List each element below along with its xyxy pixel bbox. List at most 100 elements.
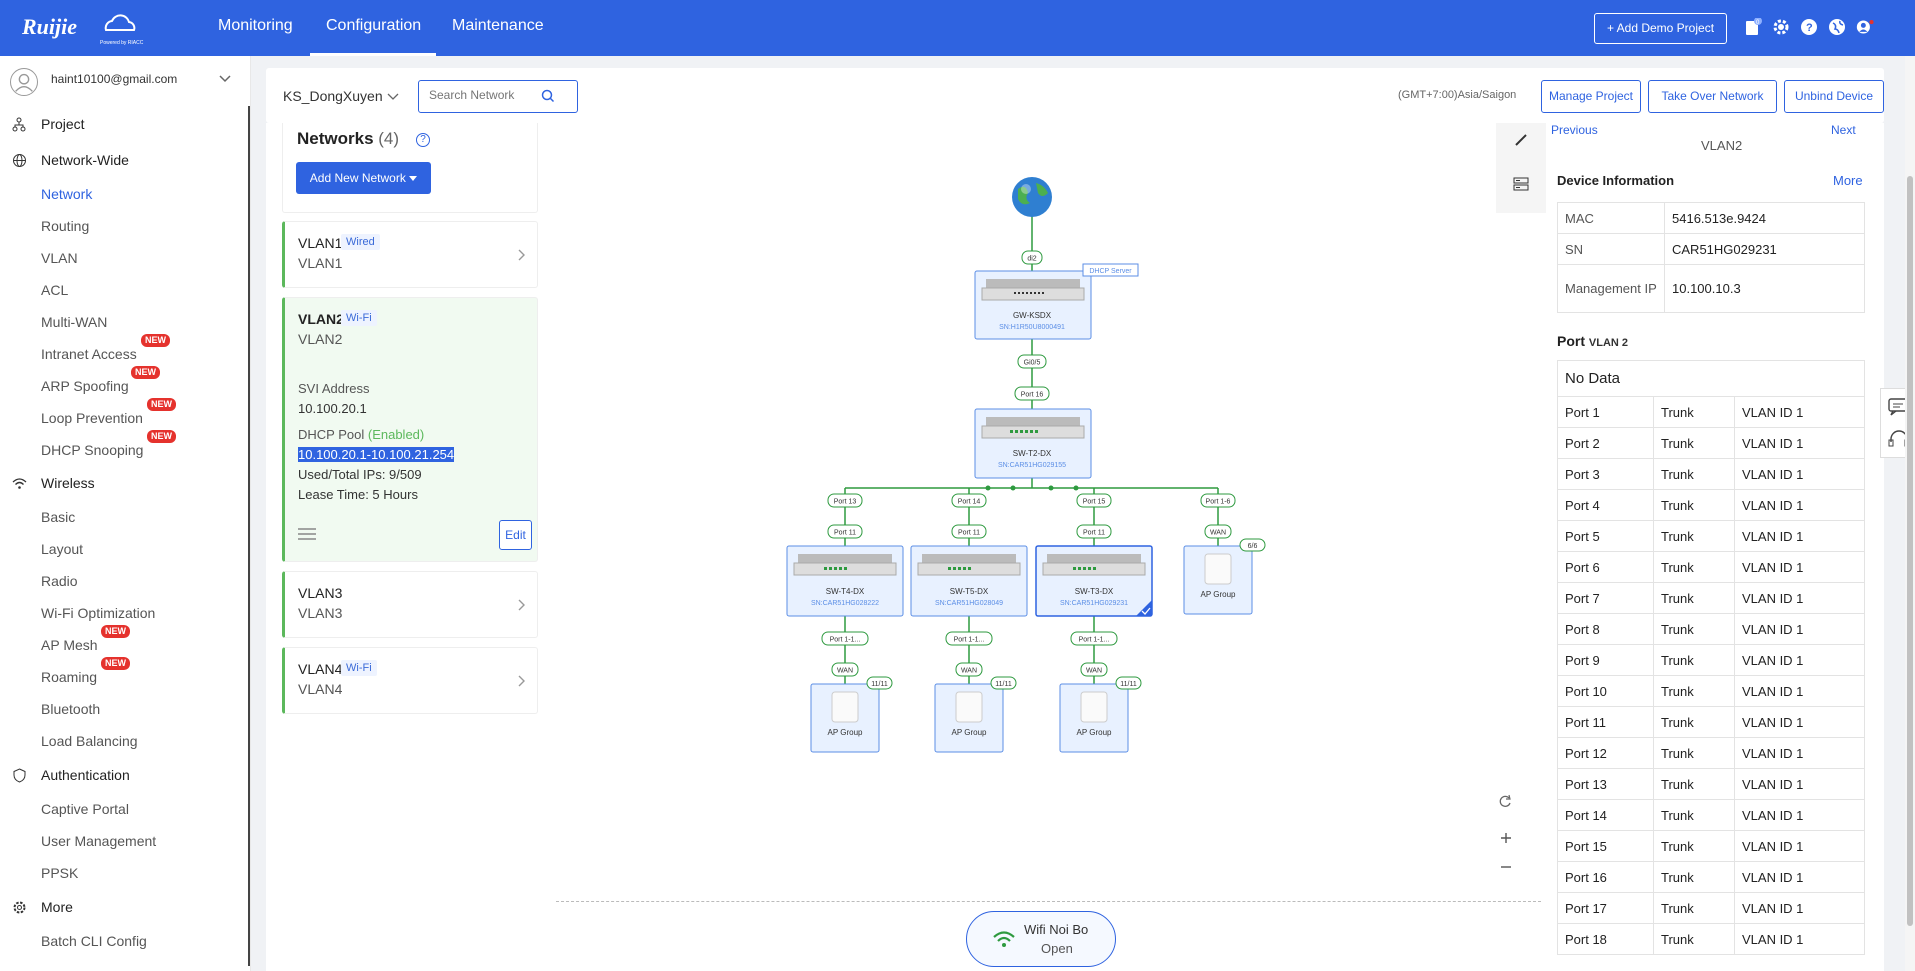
nav-monitoring[interactable]: Monitoring xyxy=(218,17,293,34)
user-profile-icon[interactable] xyxy=(1856,18,1874,36)
caret-down-icon xyxy=(409,176,418,181)
port-mode-cell: Trunk xyxy=(1653,768,1735,800)
sidebar-section-label: Authentication xyxy=(41,767,130,783)
add-demo-project-button[interactable]: + Add Demo Project xyxy=(1594,13,1727,44)
svg-text:Port 15: Port 15 xyxy=(1083,499,1106,506)
port-label: Port 1-1... xyxy=(1070,631,1118,646)
ruijie-logo[interactable]: Ruijie Powered by RIACC xyxy=(20,10,155,48)
port-name-cell: Port 12 xyxy=(1557,737,1654,769)
svg-text:DHCP Server: DHCP Server xyxy=(1089,268,1132,275)
sidebar-item-captive-portal[interactable]: Captive Portal xyxy=(41,801,129,817)
ap-group-device[interactable]: AP Group xyxy=(1059,683,1129,753)
settings-gear-icon[interactable] xyxy=(1772,18,1790,36)
sidebar-item-bluetooth[interactable]: Bluetooth xyxy=(41,701,101,717)
sidebar-item-acl[interactable]: ACL xyxy=(41,282,69,298)
edit-vlan-button[interactable]: Edit xyxy=(499,520,532,550)
vlan-card-vlan4[interactable]: VLAN4 Wi-Fi VLAN4 xyxy=(282,647,538,714)
ap-group-label: AP Group xyxy=(1077,728,1113,737)
scrollbar-thumb[interactable] xyxy=(1907,176,1913,926)
nav-configuration[interactable]: Configuration xyxy=(326,17,422,34)
page-scrollbar[interactable] xyxy=(1905,56,1915,971)
sidebar: haint10100@gmail.com Project Network-Wid… xyxy=(0,56,251,971)
sidebar-scrollbar[interactable] xyxy=(248,106,250,966)
sidebar-item-user-management[interactable]: User Management xyxy=(41,833,157,849)
notification-icon[interactable]: 0 xyxy=(1744,18,1762,36)
add-new-network-button[interactable]: Add New Network xyxy=(296,162,431,194)
ssid-wifi-noi-bo[interactable]: Wifi Noi Bo Open xyxy=(966,911,1116,967)
help-icon[interactable]: ? xyxy=(1800,18,1818,36)
gateway-device[interactable]: GW-KSDX SN:H1R50U8000491 xyxy=(974,270,1092,340)
used-total-ips: Used/Total IPs: 9/509 xyxy=(298,467,422,482)
port-vlan-cell: VLAN ID 1 xyxy=(1734,830,1865,862)
manage-project-button[interactable]: Manage Project xyxy=(1541,80,1641,113)
internet-globe-icon[interactable] xyxy=(1012,177,1052,217)
access-switch-device[interactable]: SW-T4-DX SN:CAR51HG028222 xyxy=(786,545,904,617)
core-switch-device[interactable]: SW-T2-DX SN:CAR51HG029155 xyxy=(974,408,1092,479)
port-mode-cell: Trunk xyxy=(1653,892,1735,924)
svg-text:11/11: 11/11 xyxy=(995,681,1012,688)
previous-device-link[interactable]: Previous xyxy=(1551,123,1598,137)
project-selector[interactable]: KS_DongXuyen xyxy=(283,88,399,104)
port-label: Port 1-6 xyxy=(1200,493,1236,508)
sidebar-item-routing[interactable]: Routing xyxy=(41,218,90,234)
device-sn: SN:H1R50U8000491 xyxy=(999,324,1065,331)
device-information-more-link[interactable]: More xyxy=(1833,173,1863,188)
sidebar-item-ppsk[interactable]: PPSK xyxy=(41,865,79,881)
sidebar-item-load-balancing[interactable]: Load Balancing xyxy=(41,733,138,749)
networks-help-icon[interactable]: ? xyxy=(416,133,430,147)
svg-text:Port 11: Port 11 xyxy=(958,530,980,537)
sidebar-item-multi-wan[interactable]: Multi-WAN xyxy=(41,314,108,330)
sidebar-section-label: More xyxy=(41,899,73,915)
port-mode-cell: Trunk xyxy=(1653,675,1735,707)
networks-title: Networks (4) xyxy=(297,129,400,148)
access-switch-device-selected[interactable]: SW-T3-DX SN:CAR51HG029231 xyxy=(1035,545,1153,617)
ap-group-label: AP Group xyxy=(828,728,864,737)
nav-maintenance[interactable]: Maintenance xyxy=(452,17,544,34)
next-device-link[interactable]: Next xyxy=(1831,123,1856,137)
wifi-icon xyxy=(12,478,27,489)
account-selector[interactable]: haint10100@gmail.com xyxy=(10,66,240,98)
access-switch-device[interactable]: SW-T5-DX SN:CAR51HG028049 xyxy=(910,545,1028,617)
ap-count-badge: 11/11 xyxy=(990,676,1017,690)
port-vlan-cell: VLAN ID 1 xyxy=(1734,613,1865,645)
zoom-in-icon[interactable] xyxy=(1501,833,1511,843)
device-list-icon[interactable] xyxy=(1513,177,1529,191)
port-vlan-cell: VLAN ID 1 xyxy=(1734,768,1865,800)
ap-group-device[interactable]: AP Group xyxy=(1183,545,1253,615)
chevron-right-icon xyxy=(518,675,525,687)
vlan-card-vlan1[interactable]: VLAN1 Wired VLAN1 xyxy=(282,221,538,288)
svg-text:6/6: 6/6 xyxy=(1248,543,1258,550)
sidebar-item-radio[interactable]: Radio xyxy=(41,573,78,589)
port-vlan-cell: VLAN ID 1 xyxy=(1734,644,1865,676)
unbind-device-button[interactable]: Unbind Device xyxy=(1784,80,1884,113)
ap-group-device[interactable]: AP Group xyxy=(810,683,880,753)
take-over-network-button[interactable]: Take Over Network xyxy=(1648,80,1777,113)
vlan-card-vlan3[interactable]: VLAN3 VLAN3 xyxy=(282,571,538,638)
topology-canvas[interactable]: di2 GW-KSDX SN:H1R50U8000491 DHCP Server… xyxy=(266,123,1884,971)
sidebar-item-network[interactable]: Network xyxy=(41,186,93,202)
svg-text:11/11: 11/11 xyxy=(1120,681,1137,688)
sidebar-item-wifi-optimization[interactable]: Wi-Fi Optimization xyxy=(41,605,156,621)
drag-handle-icon[interactable] xyxy=(298,527,316,541)
sidebar-item-basic[interactable]: Basic xyxy=(41,509,76,525)
new-badge: NEW xyxy=(101,657,130,670)
search-network-field[interactable] xyxy=(418,80,578,113)
vlan-card-vlan2[interactable]: VLAN2 Wi-Fi VLAN2 SVI Address 10.100.20.… xyxy=(282,297,538,562)
language-globe-icon[interactable] xyxy=(1828,18,1846,36)
search-input[interactable] xyxy=(429,88,544,102)
search-icon[interactable] xyxy=(541,89,555,103)
sidebar-item-batch-cli-config[interactable]: Batch CLI Config xyxy=(41,933,147,949)
refresh-layout-icon[interactable] xyxy=(1499,794,1511,807)
sidebar-item-vlan[interactable]: VLAN xyxy=(41,250,78,266)
sidebar-item-layout[interactable]: Layout xyxy=(41,541,84,557)
ap-group-device[interactable]: AP Group xyxy=(934,683,1004,753)
edit-pencil-icon[interactable] xyxy=(1514,131,1530,147)
